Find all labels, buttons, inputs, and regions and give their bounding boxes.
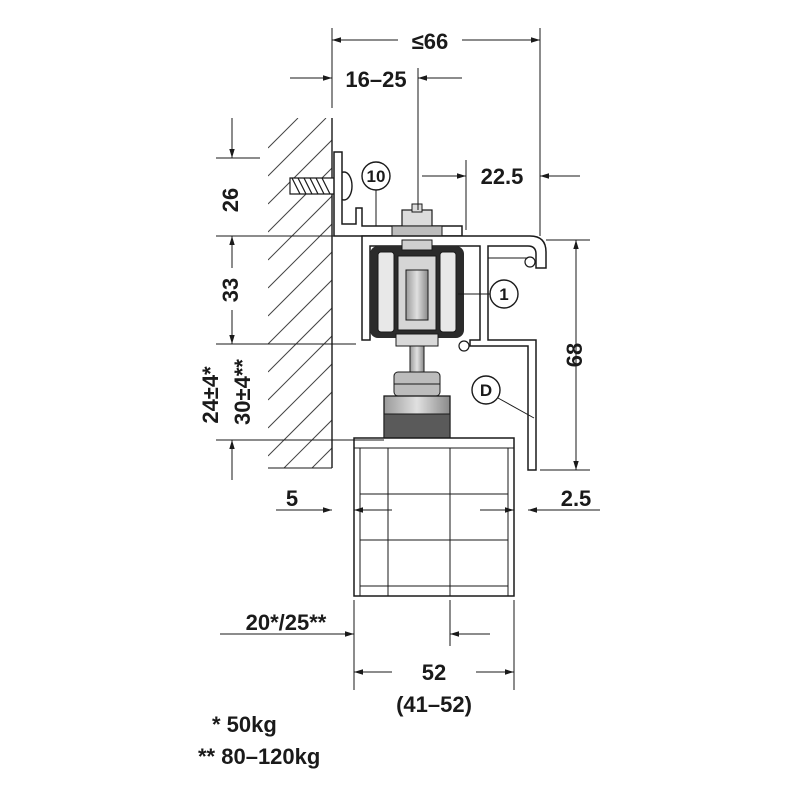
roller-carriage — [370, 239, 464, 347]
callout-10: 10 — [361, 161, 391, 226]
weight-legend: * 50kg ** 80–120kg — [198, 712, 320, 769]
dim-height-low-b: 30±4** — [230, 359, 255, 425]
dim-height-low-a: 24±4* — [198, 366, 223, 424]
track-profile — [361, 235, 547, 471]
callout-d: D — [471, 375, 535, 419]
legend-note-one: * 50kg — [212, 712, 277, 737]
top-bolt — [391, 203, 443, 237]
dim-height-top: 26 — [218, 188, 243, 212]
dim-wall-gap: 16–25 — [345, 67, 406, 92]
wall — [268, 118, 333, 469]
dim-height-mid: 33 — [218, 278, 243, 302]
dim-overall-depth: ≤66 — [412, 29, 449, 54]
callout-10-label: 10 — [367, 167, 386, 186]
dim-left-clearance: 5 — [286, 486, 298, 511]
callout-d-label: D — [480, 381, 492, 400]
dim-door-thickness: 52 — [422, 660, 446, 685]
dim-insert-depth: 20*/25** — [246, 610, 327, 635]
dim-track-height: 68 — [562, 343, 587, 367]
dimension-lines — [216, 28, 600, 690]
dim-right-clearance: 2.5 — [561, 486, 592, 511]
legend-note-two: ** 80–120kg — [198, 744, 320, 769]
mounting-bracket — [333, 151, 463, 237]
dim-profile-offset: 22.5 — [481, 164, 524, 189]
suspension-bolt — [383, 345, 451, 439]
door-panel — [353, 437, 515, 597]
wall-hatching — [268, 118, 332, 468]
dimension-labels: ≤66 16–25 22.5 26 33 24±4* 30±4** 68 5 2… — [198, 29, 591, 717]
callout-1-label: 1 — [499, 285, 508, 304]
dim-door-thickness-range: (41–52) — [396, 692, 472, 717]
callout-1: 1 — [458, 279, 519, 309]
